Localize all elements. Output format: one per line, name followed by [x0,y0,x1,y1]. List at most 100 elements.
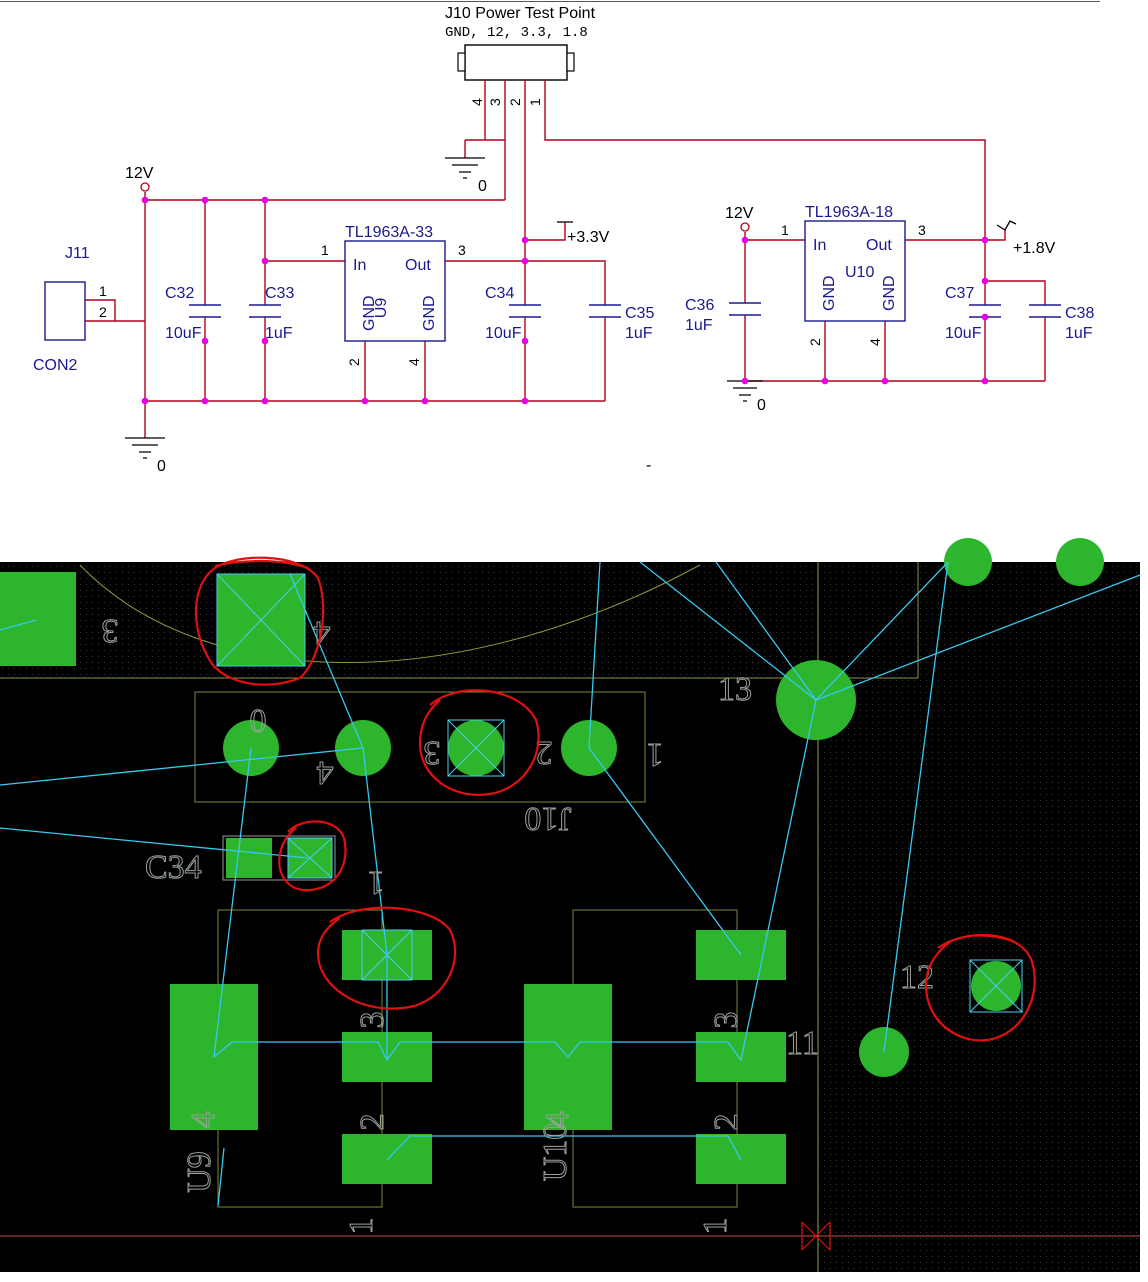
j10-pin-3: 3 [487,98,503,106]
j10-pad-2[interactable] [447,719,505,777]
capacitor-c34[interactable]: C34 10uF [485,285,541,342]
silk-u10-pin1: 1 [697,1218,734,1235]
u10-pin-4: 4 [867,338,883,346]
silk-c34-pin1: 1 [368,864,385,901]
junction-dots [141,196,989,405]
via-12[interactable] [969,959,1023,1013]
c38-ref: C38 [1065,305,1094,322]
silk-u10: U10 [537,1123,574,1182]
c33-ref: C33 [265,285,294,302]
j11-connector[interactable]: J11 1 2 CON2 [33,245,107,374]
silk-u10-pin3: 3 [708,1012,745,1029]
annotation-circles [195,556,1036,1042]
silk-1: 1 [647,736,664,773]
ground-symbol-u9: 0 [125,437,166,475]
ratsnest-lines [0,561,1141,1207]
j10-connector[interactable]: J10 Power Test Point GND, 12, 3.3, 1.8 4… [445,5,596,106]
c34-pad-2[interactable] [226,838,272,878]
c34-footprint-outline [222,835,336,881]
j10-footprint-outline [194,691,646,803]
silk-3b: 3 [424,734,441,771]
c37-value: 10uF [945,325,982,342]
annotation-ring-1 [195,556,325,686]
u9-pad-1[interactable] [342,1134,432,1184]
silk-0: 0 [250,702,267,739]
regulator-u10[interactable]: TL1963A-18 In Out U10 GND GND 1 3 2 4 [781,204,926,346]
via-top-right-a[interactable] [944,538,992,586]
silk-4b: 4 [317,754,334,791]
u10-gnd2-label: GND [881,275,898,311]
pcb-top-zone [0,562,918,678]
pcb-right-zone [818,562,1140,1272]
silk-j10: J10 [524,800,571,837]
u9-body [344,240,446,342]
silk-c34: C34 [145,849,202,886]
j10-title: J10 Power Test Point [445,5,596,22]
ground-symbol-u10: 0 [727,380,766,414]
annotation-ring-5 [924,933,1036,1042]
j10-body [464,44,568,81]
silk-u9-pin2: 2 [354,1114,391,1131]
regulator-u9[interactable]: TL1963A-33 In Out U9 GND GND 1 3 2 4 [321,224,466,366]
silk-3: 3 [102,612,119,649]
c35-value: 1uF [625,325,653,342]
annotation-ring-3 [278,820,347,892]
net-label-1v8: +1.8V [1013,240,1056,257]
pad-square-top[interactable] [216,573,306,667]
u9-part: TL1963A-33 [345,224,433,241]
c34-pad-1[interactable] [287,837,333,879]
u9-ref: U9 [373,298,390,319]
silk-u9: U9 [181,1151,218,1193]
net-label-3v3: +3.3V [567,229,610,246]
c34-ref: C34 [485,285,514,302]
u10-body [804,220,906,322]
power-port-12v-a [140,182,150,192]
c36-value: 1uF [685,317,713,334]
silk-u9-pin1: 1 [343,1218,380,1235]
u9-pin-4: 4 [406,358,422,366]
u9-pin-3: 3 [458,242,466,258]
j11-ref: J11 [65,245,90,262]
power-port-12v-b [740,222,750,232]
gnd-label-j10: 0 [478,178,487,195]
origin-marker-icon [801,1221,831,1251]
silk-2: 2 [536,734,553,771]
u10-gnd1-label: GND [821,275,838,311]
net-label-12v-a: 12V [125,165,154,182]
u10-in-label: In [813,237,826,254]
u9-gnd2-label: GND [421,295,438,331]
j11-body [44,281,86,341]
u10-out-label: Out [866,237,892,254]
pad-left-edge[interactable] [0,572,76,666]
u10-pin-3: 3 [918,222,926,238]
u9-gnd1-label: GND [361,295,378,331]
annotation-ring-2 [418,689,540,796]
c38-value: 1uF [1065,325,1093,342]
j10-pin-2: 2 [507,98,523,106]
j10-tab-right [566,52,575,72]
u10-pin-1: 1 [781,222,789,238]
silk-u10-pin4: 4 [539,1112,576,1129]
j10-subtitle: GND, 12, 3.3, 1.8 [445,25,588,41]
ground-symbol-j10: 0 [445,157,487,195]
c35-ref: C35 [625,305,654,322]
j10-pin-1: 1 [527,98,543,106]
j10-pin-4: 4 [469,98,485,106]
silk-11: 11 [786,1025,819,1062]
annotation-ring-4 [316,906,457,1010]
c32-ref: C32 [165,285,194,302]
silk-13: 13 [718,671,752,708]
capacitor-c33[interactable]: C33 1uF [249,285,294,342]
capacitor-c37[interactable]: C37 10uF [945,285,1001,342]
schematic: J10 Power Test Point GND, 12, 3.3, 1.8 4… [0,1,1100,475]
silk-u9-pin4: 4 [185,1112,222,1129]
capacitor-c32[interactable]: C32 10uF [165,285,221,342]
u10-ref: U10 [845,264,874,281]
capacitor-c35[interactable]: C35 1uF [589,304,654,342]
silk-u9-pin3: 3 [354,1012,391,1029]
capacitor-c38[interactable]: C38 1uF [1029,304,1094,342]
via-top-right-b[interactable] [1056,538,1104,586]
schematic-wires [85,80,1046,438]
capacitor-c36[interactable]: C36 1uF [685,297,761,334]
